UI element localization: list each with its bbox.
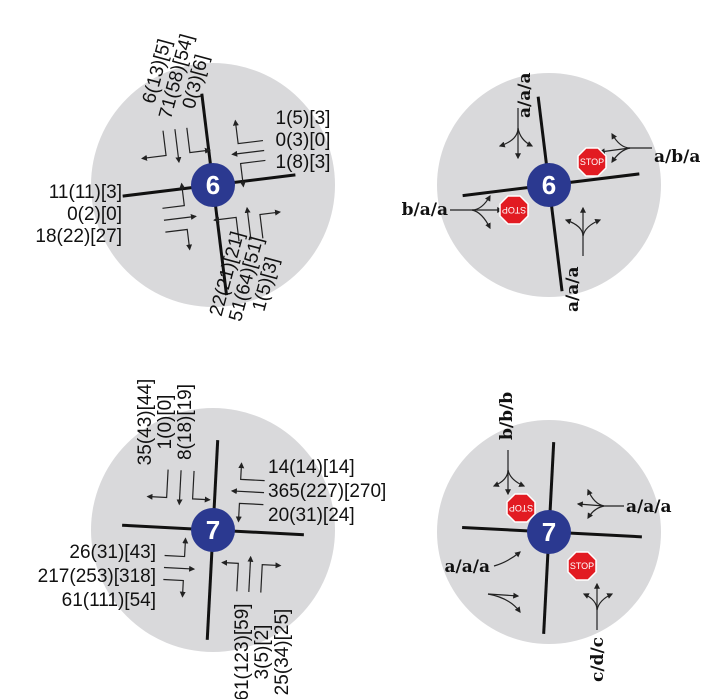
movement-arrows-wb [230, 462, 265, 523]
approach-arrows-east [576, 488, 624, 520]
approach-arrows-east [598, 132, 652, 163]
los-label-west: b/a/a [402, 200, 448, 220]
stop-sign: STOP [567, 551, 597, 581]
intersection-number: 6 [206, 170, 220, 200]
panel-6-los: 6 STOP STOP a/a/a [402, 73, 701, 312]
movement-arrows-nb [221, 555, 282, 593]
volume-label: 217(253)[318] [38, 566, 156, 587]
svg-text:STOP: STOP [580, 157, 604, 167]
volume-label: 26(31)[43] [69, 542, 156, 563]
volume-label: 18(22)[27] [35, 226, 122, 247]
movement-arrows-nb [213, 206, 281, 242]
los-label-north: a/a/a [515, 73, 535, 118]
los-label-east: a/b/a [654, 147, 700, 167]
los-label-south: c/d/c [588, 637, 608, 682]
panel-6-volumes: 6 6(13)[5] 71(58)[54] 0(3)[6] 1(5)[3] 0(… [35, 32, 335, 324]
volume-label: 14(14)[14] [268, 457, 355, 478]
volume-label: 3(5)[2] [252, 625, 273, 680]
stop-sign: STOP [577, 147, 607, 177]
movement-arrows-eb [163, 537, 196, 598]
wb-volume-labels: 1(5)[3] 0(3)[0] 1(8)[3] [276, 108, 331, 173]
intersection-number: 6 [542, 170, 556, 200]
volume-label: 8(18)[19] [175, 384, 196, 460]
approach-arrows-west [487, 551, 521, 613]
volume-label: 0(2)[0] [67, 204, 122, 225]
volume-label: 1(0)[0] [155, 395, 176, 450]
stop-sign: STOP [506, 493, 536, 523]
movement-arrows-eb [162, 182, 197, 251]
los-label-west: a/a/a [445, 557, 490, 577]
volume-label: 35(43)[44] [135, 379, 156, 466]
eb-volume-labels: 11(11)[3] 0(2)[0] 18(22)[27] [35, 182, 122, 247]
approach-arrows-south [564, 206, 602, 256]
volume-label: 1(5)[3] [276, 108, 331, 129]
wb-volume-labels: 14(14)[14] 365(227)[270] 20(31)[24] [268, 457, 386, 526]
volume-label: 61(111)[54] [62, 590, 156, 611]
volume-label: 365(227)[270] [268, 481, 386, 502]
svg-text:STOP: STOP [570, 561, 594, 571]
intersection-badge [527, 163, 571, 207]
volume-label: 25(34)[25] [272, 609, 293, 696]
los-label-north: b/b/b [497, 392, 517, 440]
panel-7-volumes: 7 35(43)[44] 1(0)[0] 8(18)[19] 14(14)[14… [38, 379, 387, 699]
intersection-badge [191, 163, 235, 207]
sb-volume-labels: 35(43)[44] 1(0)[0] 8(18)[19] [135, 379, 196, 466]
approach-arrows-north [498, 108, 534, 160]
stop-sign: STOP [499, 195, 529, 225]
volume-label: 61(123)[59] [232, 603, 253, 699]
movement-arrows-wb [231, 119, 266, 188]
intersection-badge [527, 510, 571, 554]
movement-arrows-sb [146, 469, 211, 506]
volume-label: 0(3)[0] [276, 130, 331, 151]
approach-arrows-west [450, 194, 504, 230]
panel-7-los: 7 STOP STOP b/b/b a [437, 392, 671, 682]
movement-arrows-sb [141, 127, 211, 164]
svg-text:STOP: STOP [502, 205, 526, 215]
los-label-south: a/a/a [563, 267, 583, 312]
intersection-badge [191, 508, 235, 552]
volume-label: 1(8)[3] [276, 152, 331, 173]
approach-arrows-south [582, 582, 614, 630]
svg-text:STOP: STOP [509, 503, 533, 513]
approach-arrows-north [492, 450, 526, 496]
volume-label: 11(11)[3] [49, 182, 122, 203]
eb-volume-labels: 26(31)[43] 217(253)[318] 61(111)[54] [38, 542, 156, 611]
volume-label: 20(31)[24] [268, 505, 355, 526]
intersection-number: 7 [206, 515, 220, 545]
los-label-east: a/a/a [626, 497, 671, 517]
nb-volume-labels: 61(123)[59] 3(5)[2] 25(34)[25] [232, 603, 293, 699]
intersection-number: 7 [542, 517, 556, 547]
